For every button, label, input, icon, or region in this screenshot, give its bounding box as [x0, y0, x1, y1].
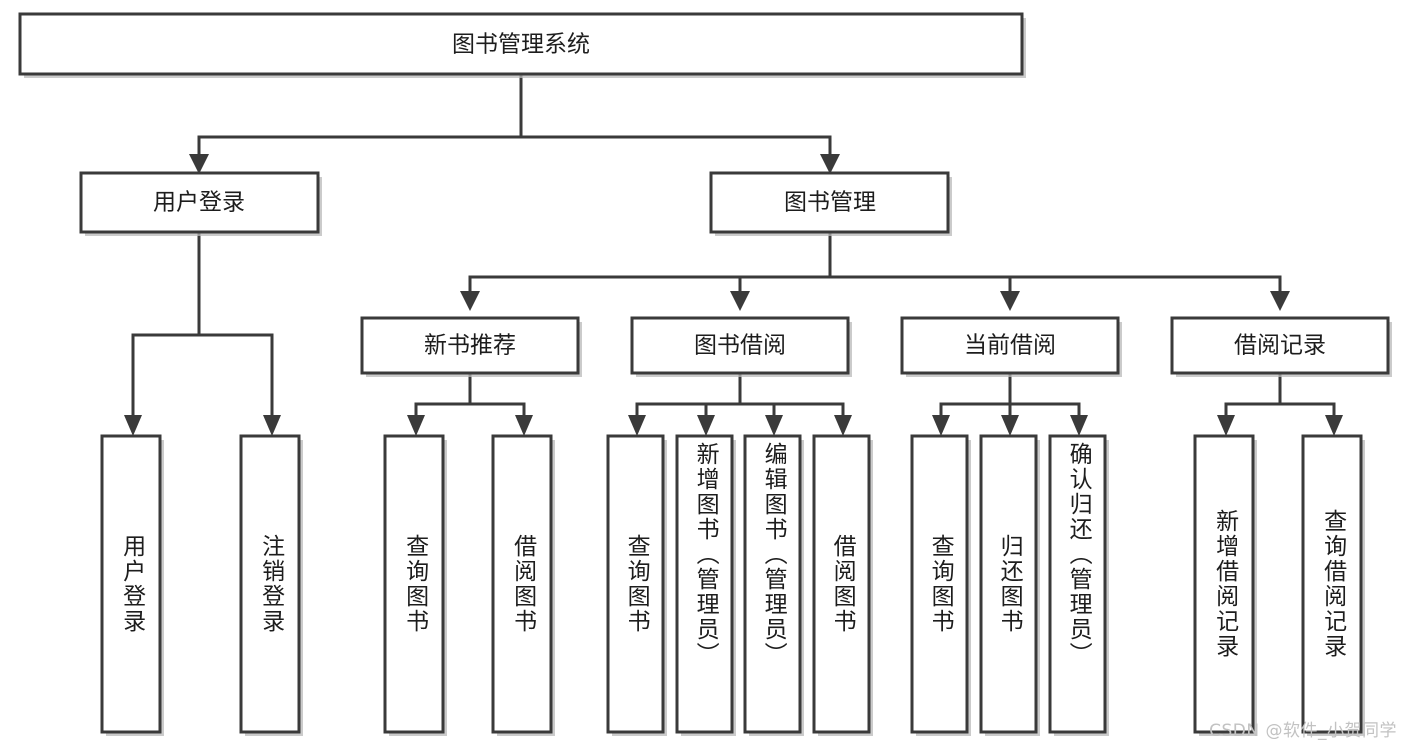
node-root[interactable]: 图书管理系统 — [18, 12, 1026, 78]
leaf-return-book-box[interactable] — [979, 434, 1038, 734]
connector-layer — [124, 72, 1343, 436]
node-book-borrow-box[interactable] — [630, 316, 850, 375]
node-book-manage-label: 图书管理 — [784, 190, 876, 216]
leaf-query-book-1[interactable] — [383, 434, 447, 736]
csdn-watermark: CSDN @软件_小贺同学 — [1209, 721, 1397, 741]
arrow-newbook-leaf1 — [407, 415, 425, 436]
leaf-borrow-book-2-box[interactable] — [812, 434, 871, 734]
node-user-login-box[interactable] — [79, 171, 320, 234]
arrow-userlogin-leaf2 — [263, 415, 281, 436]
node-borrow-record-box[interactable] — [1170, 316, 1390, 375]
arrow-bookborrow-leaf3 — [765, 415, 783, 436]
leaf-query-book-2[interactable] — [606, 434, 667, 736]
leaf-user-login[interactable] — [100, 434, 164, 736]
leaf-query-book-3[interactable] — [910, 434, 971, 736]
leaf-add-record[interactable] — [1193, 434, 1257, 736]
arrow-currentborrow-leaf2 — [1001, 415, 1019, 436]
leaf-add-book-box[interactable] — [675, 434, 734, 734]
leaf-query-record-box[interactable] — [1301, 434, 1363, 734]
node-book-manage[interactable]: 图书管理 — [709, 171, 952, 236]
node-user-login-label: 用户登录 — [153, 190, 245, 216]
leaf-add-book[interactable] — [675, 434, 736, 736]
leaf-query-record[interactable] — [1301, 434, 1365, 736]
arrow-to-newbook — [460, 291, 480, 311]
arrow-bookborrow-leaf1 — [628, 415, 646, 436]
node-new-book-rec-label: 新书推荐 — [424, 333, 516, 359]
node-current-borrow-label: 当前借阅 — [964, 333, 1056, 359]
arrow-bookborrow-leaf2 — [697, 415, 715, 436]
node-current-borrow-box[interactable] — [900, 316, 1120, 375]
node-book-borrow-label: 图书借阅 — [694, 333, 786, 359]
node-new-book-rec-box[interactable] — [360, 316, 580, 375]
leaf-confirm-return-box[interactable] — [1048, 434, 1107, 734]
node-user-login[interactable]: 用户登录 — [79, 171, 322, 236]
leaf-edit-book-box[interactable] — [743, 434, 802, 734]
leaf-query-book-3-box[interactable] — [910, 434, 969, 734]
node-new-book-rec[interactable]: 新书推荐 — [360, 316, 582, 377]
leaf-add-record-box[interactable] — [1193, 434, 1255, 734]
leaf-borrow-book-1-box[interactable] — [491, 434, 553, 734]
arrow-currentborrow-leaf1 — [932, 415, 950, 436]
leaf-query-book-2-box[interactable] — [606, 434, 665, 734]
leaf-logout-box[interactable] — [239, 434, 301, 734]
leaf-logout[interactable] — [239, 434, 303, 736]
arrow-to-currentborrow — [1000, 291, 1020, 311]
leaf-confirm-return[interactable] — [1048, 434, 1109, 736]
leaf-borrow-book-2[interactable] — [812, 434, 873, 736]
arrow-borrowrecord-leaf2 — [1325, 415, 1343, 436]
leaf-borrow-book-1[interactable] — [491, 434, 555, 736]
arrow-bookborrow-leaf4 — [834, 415, 852, 436]
leaf-return-book[interactable] — [979, 434, 1040, 736]
arrow-root-to-book-manage — [820, 154, 840, 174]
leaf-user-login-box[interactable] — [100, 434, 162, 734]
node-borrow-record-label: 借阅记录 — [1234, 333, 1326, 359]
arrow-root-to-user-login — [189, 154, 209, 174]
leaf-query-book-1-box[interactable] — [383, 434, 445, 734]
node-book-borrow[interactable]: 图书借阅 — [630, 316, 852, 377]
leaf-edit-book[interactable] — [743, 434, 804, 736]
node-root-box[interactable] — [18, 12, 1024, 76]
arrow-borrowrecord-leaf1 — [1217, 415, 1235, 436]
node-borrow-record[interactable]: 借阅记录 — [1170, 316, 1392, 377]
arrow-to-bookborrow — [730, 291, 750, 311]
node-book-manage-box[interactable] — [709, 171, 950, 234]
node-current-borrow[interactable]: 当前借阅 — [900, 316, 1122, 377]
arrow-newbook-leaf2 — [515, 415, 533, 436]
node-root-label: 图书管理系统 — [452, 32, 590, 58]
arrow-to-borrowrecord — [1270, 291, 1290, 311]
arrow-currentborrow-leaf3 — [1070, 415, 1088, 436]
arrow-userlogin-leaf1 — [124, 415, 142, 436]
